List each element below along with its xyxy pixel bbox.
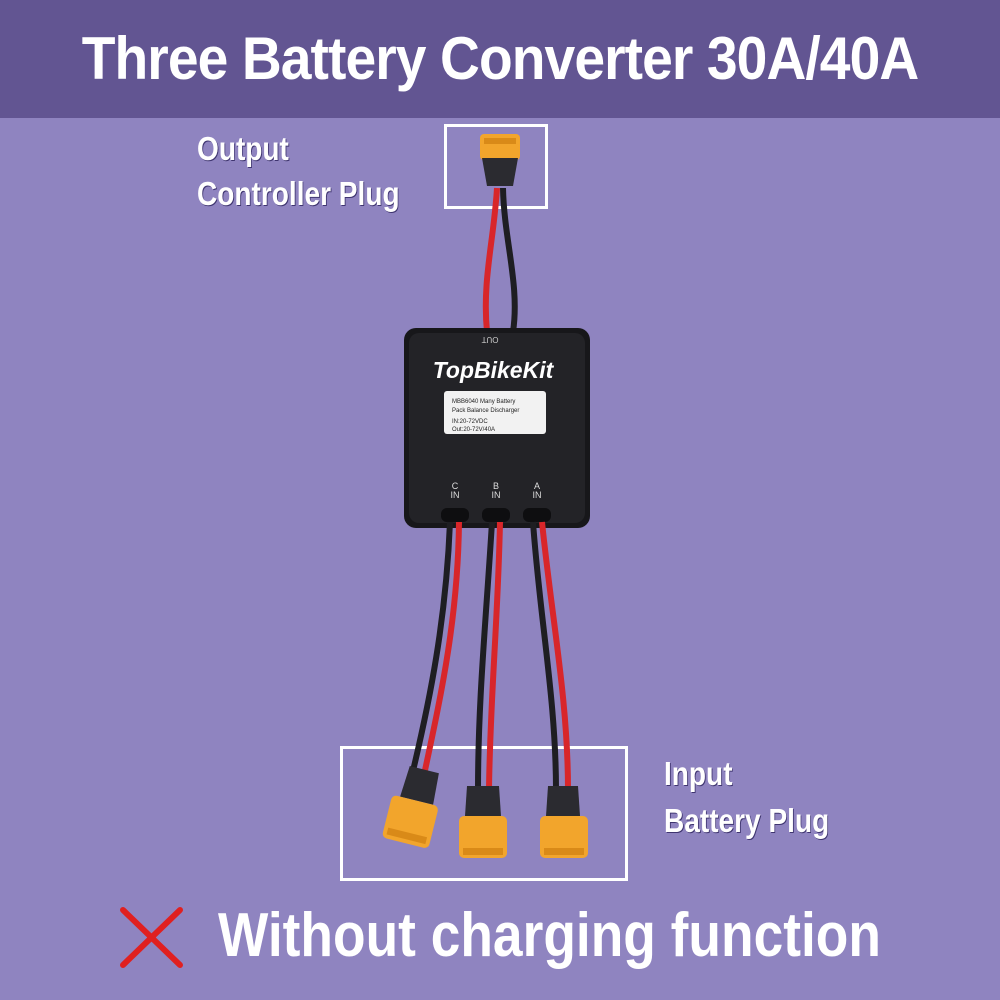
converter-body: TopBikeKit OUT MBB6040 Many Battery Pack… <box>404 328 590 528</box>
input-connector-b <box>459 786 507 858</box>
sticker-line4: Out:20-72V/40A <box>452 427 495 433</box>
output-label-line1: Output <box>197 130 289 167</box>
page-title: Three Battery Converter 30A/40A <box>81 25 920 92</box>
title-banner: Three Battery Converter 30A/40A <box>0 0 1000 118</box>
input-connector-c <box>382 766 439 848</box>
port-b-letter: B <box>493 481 499 491</box>
output-black-wire <box>500 187 518 333</box>
port-b-sub: IN <box>492 490 501 500</box>
port-a-letter: A <box>534 481 540 491</box>
input-wires <box>409 521 571 791</box>
port-c-letter: C <box>452 481 459 491</box>
output-connector <box>480 134 520 186</box>
sticker-line1: MBB6040 Many Battery <box>452 399 515 405</box>
brand-logo: TopBikeKit <box>433 357 555 383</box>
red-x-icon <box>120 907 183 968</box>
input-label-line1: Input <box>664 755 733 792</box>
port-c-sub: IN <box>451 490 460 500</box>
output-red-wire <box>482 187 500 333</box>
input-highlight-box <box>340 746 628 881</box>
without-charging-note: Without charging function <box>218 901 881 970</box>
sticker-line3: IN:20-72VDC <box>452 419 488 425</box>
input-connector-a <box>540 786 588 858</box>
port-a-sub: IN <box>533 490 542 500</box>
sticker-line2: Pack Balance Discharger <box>452 408 519 414</box>
spec-sticker <box>444 391 546 434</box>
out-port-label: OUT <box>481 335 498 344</box>
input-label-line2: Battery Plug <box>664 802 830 839</box>
output-label-line2: Controller Plug <box>197 175 400 212</box>
